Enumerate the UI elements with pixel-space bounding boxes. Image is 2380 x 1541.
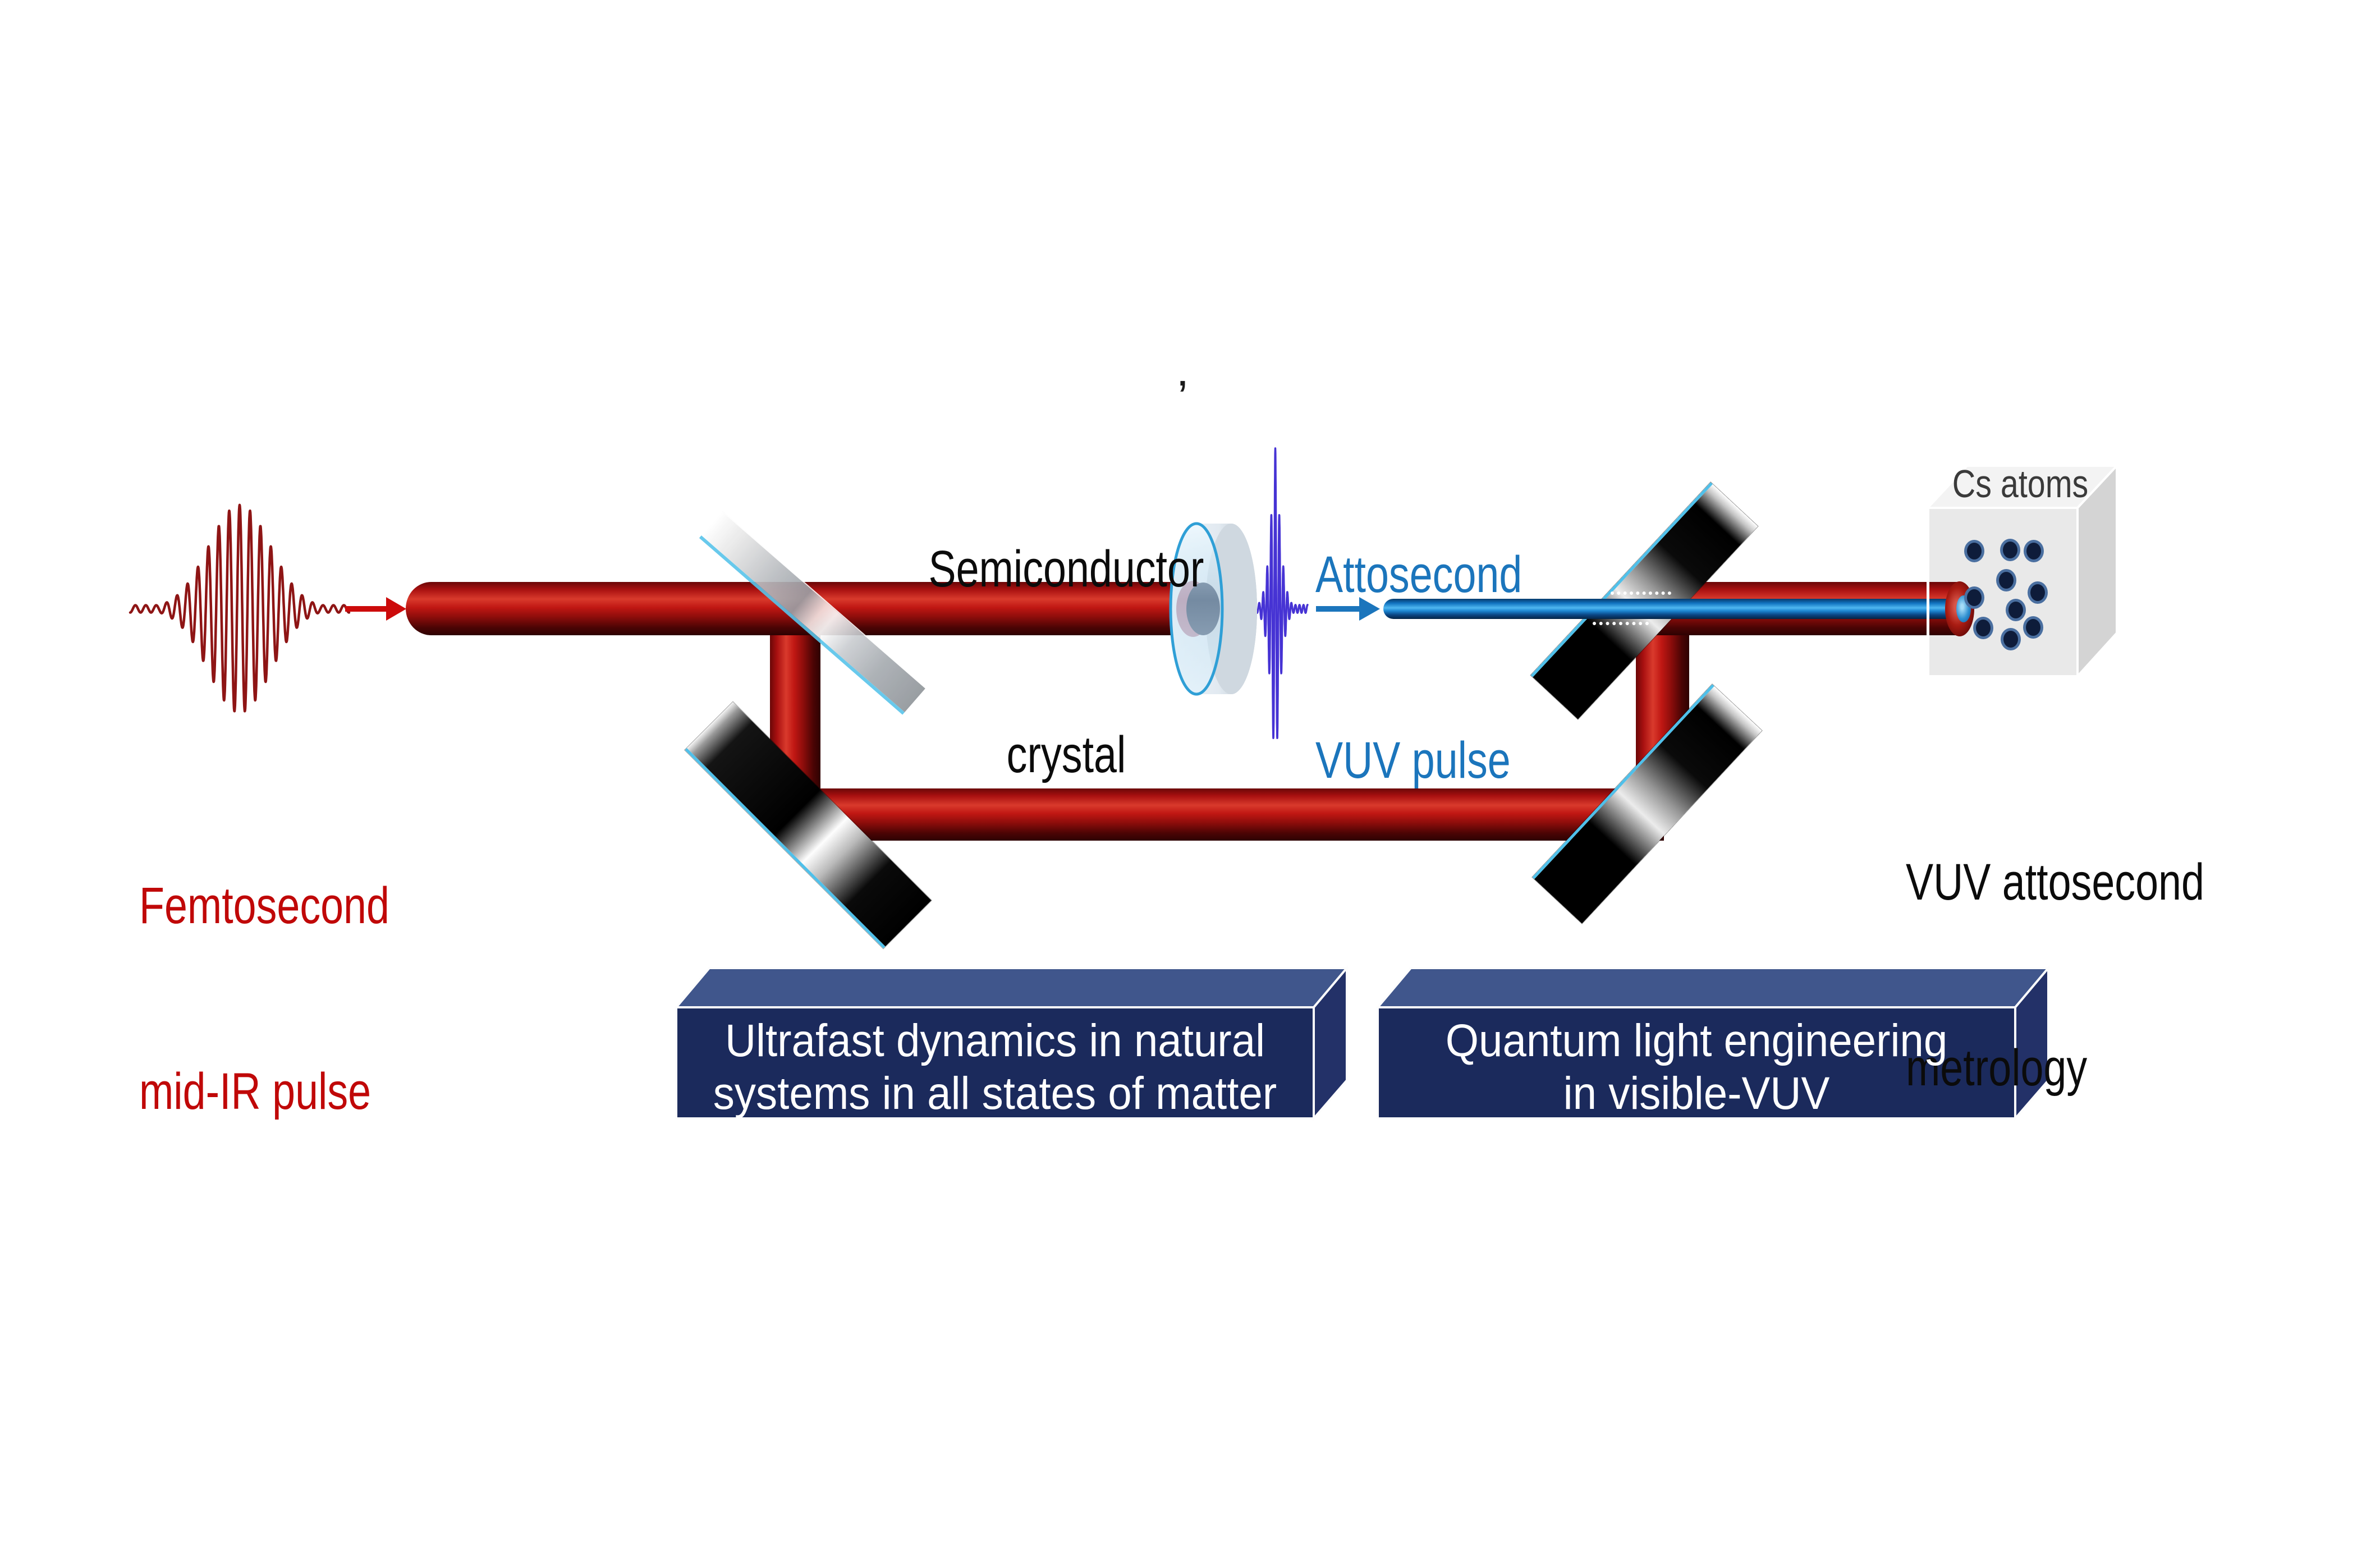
cs-atom-dot — [1973, 617, 1993, 639]
box1-top-face — [673, 967, 1350, 1008]
cs-atom-dot — [2028, 581, 2048, 604]
cs-atom-dot — [2000, 539, 2020, 561]
crystal-front-face — [1169, 522, 1224, 696]
hole-mirror-dotted-line-bottom — [1593, 622, 1649, 625]
crystal-label-line1: Semiconductor — [928, 540, 1204, 598]
cs-atom-dot — [2001, 628, 2021, 650]
box1-text-line1: Ultrafast dynamics in natural — [724, 1015, 1265, 1066]
mid-ir-wavepacket — [129, 503, 351, 713]
input-pulse-label: Femtosecond mid-IR pulse — [139, 751, 389, 1246]
input-pulse-label-line1: Femtosecond — [139, 877, 389, 934]
cs-atom-dot — [1964, 586, 1984, 609]
vuv-pulse-label: Attosecond VUV pulse — [1315, 420, 1522, 915]
crystal-label-line2: crystal — [1006, 726, 1126, 783]
input-arrow — [345, 597, 406, 621]
theme-box-ultrafast — [673, 965, 1350, 1122]
box1-text-line2: systems in all states of matter — [713, 1068, 1277, 1119]
vuv-beam — [1383, 599, 1964, 619]
beam-bottom — [808, 788, 1664, 841]
crystal-label: Semiconductor crystal — [900, 414, 1232, 910]
metrology-label: VUV attosecond metrology — [1906, 727, 2204, 1223]
theme-box-quantum — [1375, 965, 2051, 1122]
cs-atoms-label: Cs atoms — [1952, 462, 2089, 506]
cs-atom-dot — [2006, 599, 2026, 621]
theme-box-ultrafast-text: Ultrafast dynamics in natural systems in… — [699, 1015, 1291, 1120]
vuv-pulse-label-line2: VUV pulse — [1315, 731, 1511, 789]
input-pulse-label-line2: mid-IR pulse — [139, 1062, 372, 1120]
hole-mirror-dotted-line-top — [1611, 591, 1671, 595]
box2-text-line2: in visible-VUV — [1563, 1068, 1830, 1119]
box2-front-face — [1377, 1006, 2016, 1120]
cs-atom-dot — [1996, 569, 2016, 591]
metrology-label-line1: VUV attosecond — [1906, 853, 2204, 911]
cs-atom-dot — [2023, 616, 2043, 639]
cs-atom-dot — [2024, 540, 2044, 562]
vuv-pulse-label-line1: Attosecond — [1315, 545, 1523, 603]
box2-text-line1: Quantum light engineering — [1445, 1015, 1948, 1066]
stray-mark: ’ — [1177, 371, 1188, 424]
box1-front-face — [675, 1006, 1315, 1120]
cs-atom-dot — [1964, 540, 1984, 562]
metrology-label-line2: metrology — [1906, 1039, 2088, 1097]
theme-box-quantum-text: Quantum light engineering in visible-VUV — [1400, 1015, 1993, 1120]
semiconductor-crystal-disc — [1169, 522, 1257, 696]
vuv-arrow — [1316, 597, 1380, 621]
cube-front-edge-highlight — [1927, 507, 1929, 677]
